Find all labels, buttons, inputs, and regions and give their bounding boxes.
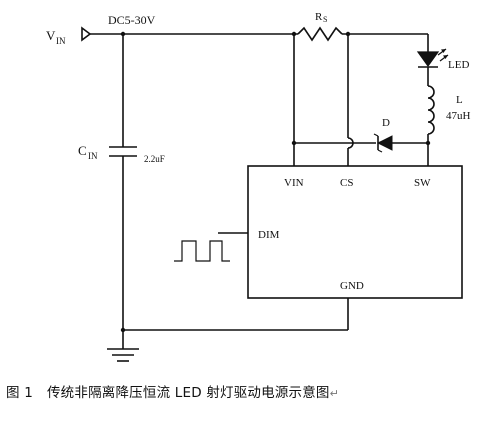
diode-label: D [382,117,390,129]
pin-vin-label: VIN [284,177,304,189]
resistor-zigzag [297,26,343,42]
figure-title: 传统非隔离降压恒流 LED 射灯驱动电源示意图 [46,385,330,401]
cin-value-label: 2.2uF [144,154,165,164]
vin-label-sub: IN [56,36,66,46]
led-label: LED [448,59,469,71]
vin-label: V [46,28,56,43]
driver-ic [247,165,463,299]
inductor-value-label: 47uH [446,110,471,122]
cin-label-sub: IN [88,151,98,161]
paragraph-mark: ↵ [329,387,340,400]
pin-sw-label: SW [414,177,431,189]
inductor-coil [427,85,435,135]
diode-triangle-icon [376,135,393,151]
input-arrow-icon [81,26,92,42]
dc-range-label: DC5-30V [108,13,156,27]
pin-gnd-label: GND [340,280,364,292]
ground-icon [107,330,139,362]
rs-label-sub: S [323,15,327,24]
sense-resistor [291,26,428,42]
led [416,34,449,86]
inductor-name-label: L [456,94,463,106]
pin-cs-label: CS [340,177,353,189]
pin-dim-label: DIM [258,229,280,241]
figure-caption: 图 1 传统非隔离降压恒流 LED 射灯驱动电源示意图↵ [6,381,496,401]
led-triangle-icon [416,51,440,68]
rs-label: R [315,11,323,23]
input-capacitor [109,31,137,333]
figure-number: 图 1 [6,385,33,401]
cin-label: C [78,143,87,158]
vin-terminal [81,26,298,42]
inductor [425,85,435,166]
circuit-diagram: V IN DC5-30V C IN 2.2uF R S LED [46,11,471,362]
freewheel-diode [294,133,428,153]
pwm-waveform-icon [174,240,230,262]
